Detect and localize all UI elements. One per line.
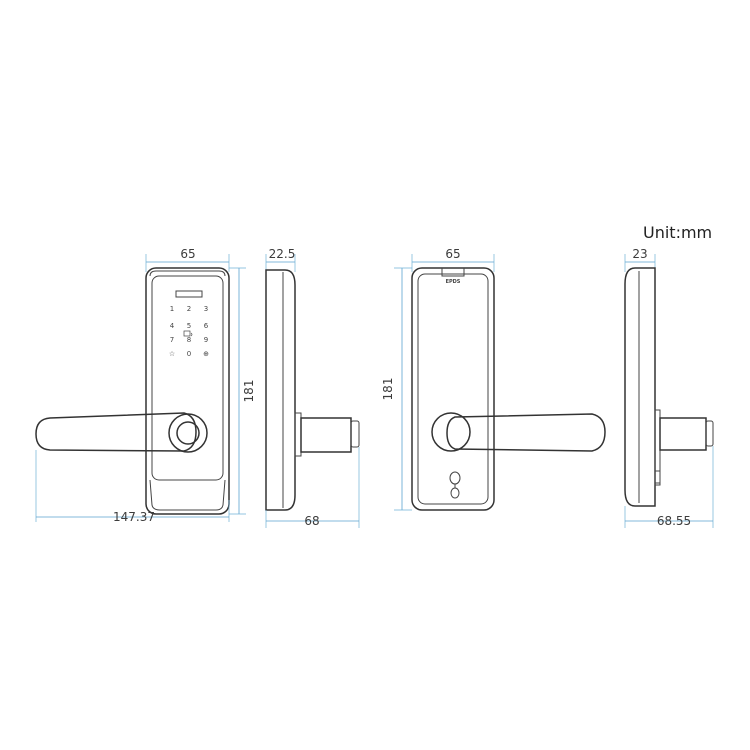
side-depth-label: 68	[304, 514, 319, 528]
key-4: 4	[170, 322, 175, 330]
front-height-label: 181	[242, 380, 256, 403]
key-0: 0	[187, 350, 191, 358]
key-lock: ⊕	[203, 350, 209, 358]
keypad: 1 2 3 4 5 6 7 8 9 ☆ 0 ⊕	[169, 305, 209, 358]
side-width-label: 22.5	[269, 247, 296, 261]
back-side-view: 23 68.55	[624, 247, 714, 528]
back-height-dimension: 181	[381, 267, 412, 511]
key-8: 8	[187, 336, 191, 344]
back-view: 65 181 EPDS	[381, 247, 606, 511]
key-6: 6	[204, 322, 209, 330]
side-width-dimension: 22.5	[265, 247, 296, 272]
side-escutcheon	[294, 412, 302, 457]
key-7: 7	[170, 336, 174, 344]
back-key-slot	[449, 471, 461, 499]
fingerprint-sensor	[176, 421, 200, 445]
key-3: 3	[204, 305, 208, 313]
key-9: 9	[204, 336, 208, 344]
back-lock-body	[411, 267, 495, 511]
back-side-spindle	[659, 417, 707, 451]
lever-length-label: 147.37	[113, 510, 155, 524]
front-lever	[35, 412, 197, 452]
back-width-dimension: 65	[411, 247, 495, 272]
back-height-label: 181	[381, 378, 395, 401]
key-5: 5	[187, 322, 191, 330]
key-2: 2	[187, 305, 191, 313]
front-lock-body	[145, 267, 230, 515]
side-depth-dimension: 68	[265, 447, 360, 528]
back-side-lock-body	[624, 267, 656, 507]
back-side-depth-dimension: 68.55	[624, 446, 714, 528]
back-side-depth-label: 68.55	[657, 514, 691, 528]
back-side-width-label: 23	[632, 247, 647, 261]
front-width-label: 65	[180, 247, 195, 261]
front-rosette	[168, 413, 208, 453]
front-panel	[151, 275, 224, 481]
back-width-label: 65	[445, 247, 460, 261]
key-star: ☆	[169, 350, 175, 358]
front-width-dimension: 65	[145, 247, 230, 272]
unit-label: Unit:mm	[643, 223, 712, 242]
side-view: 22.5 68	[265, 247, 360, 528]
side-lever-spindle	[300, 417, 352, 453]
display-slot	[175, 290, 203, 298]
back-rosette	[431, 412, 471, 452]
lever-length-dimension: 147.37	[35, 450, 230, 524]
back-lever	[446, 413, 606, 452]
front-view: 65 181 1 2 3 4 5 6 7 8 9 ☆ 0	[35, 247, 256, 524]
key-1: 1	[170, 305, 174, 313]
back-mark-label: EPDS	[446, 279, 461, 285]
card-reader-icon	[183, 330, 193, 337]
front-height-dimension: 181	[229, 267, 256, 515]
side-lock-body	[265, 269, 296, 511]
